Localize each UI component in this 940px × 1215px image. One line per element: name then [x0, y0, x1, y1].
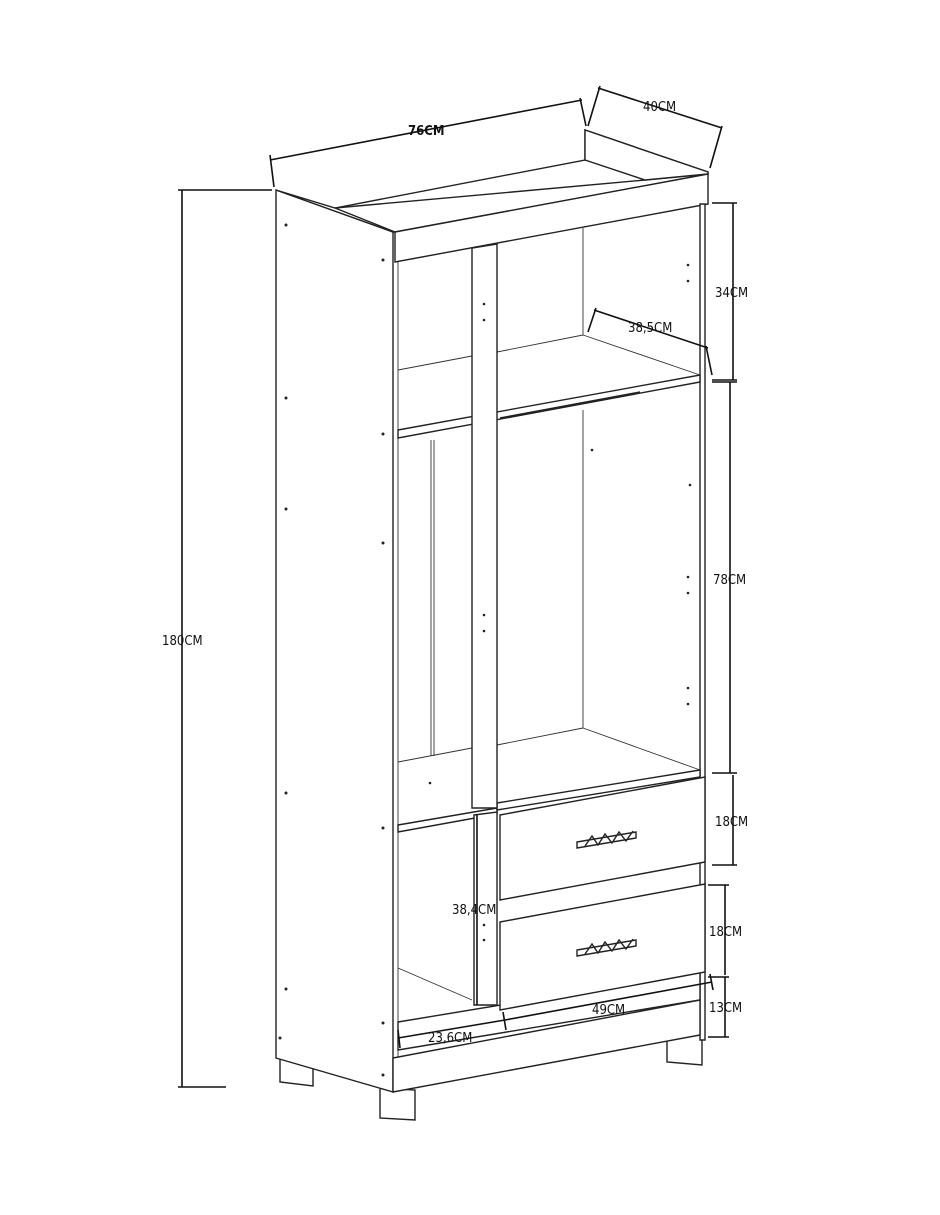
- left-side-panel: [275, 189, 394, 1093]
- label-shelf-depth: 38,5CM: [628, 321, 672, 336]
- label-drawer-width: 49CM: [592, 1003, 625, 1018]
- dimension-lines: [178, 85, 737, 1088]
- top-panel: [275, 129, 709, 263]
- drawer-handle-icon: [576, 830, 637, 849]
- label-base: 13CM: [709, 1001, 742, 1016]
- label-lower-compartment-width: 23,6CM: [428, 1031, 472, 1046]
- shelf: [397, 374, 701, 439]
- label-drawer-bottom: 18CM: [709, 925, 742, 940]
- dimension-labels: 76CM 40CM 180CM 34CM 38,5CM 78CM 18CM 18…: [162, 100, 748, 1046]
- label-top-compartment: 34CM: [715, 286, 748, 301]
- label-lower-compartment-height: 38,4CM: [452, 903, 496, 918]
- label-hanging-compartment: 78CM: [713, 573, 746, 588]
- label-width: 76CM: [408, 124, 445, 139]
- drawer-bottom[interactable]: [499, 883, 706, 1011]
- label-depth: 40CM: [643, 100, 676, 115]
- screw-holes: [278, 223, 692, 1077]
- label-height: 180CM: [162, 634, 203, 649]
- label-drawer-top: 18CM: [715, 815, 748, 830]
- drawer-top[interactable]: [499, 776, 706, 901]
- interior-lines: [397, 228, 701, 1001]
- drawer-handle-icon: [576, 938, 637, 957]
- central-divider: [471, 243, 498, 809]
